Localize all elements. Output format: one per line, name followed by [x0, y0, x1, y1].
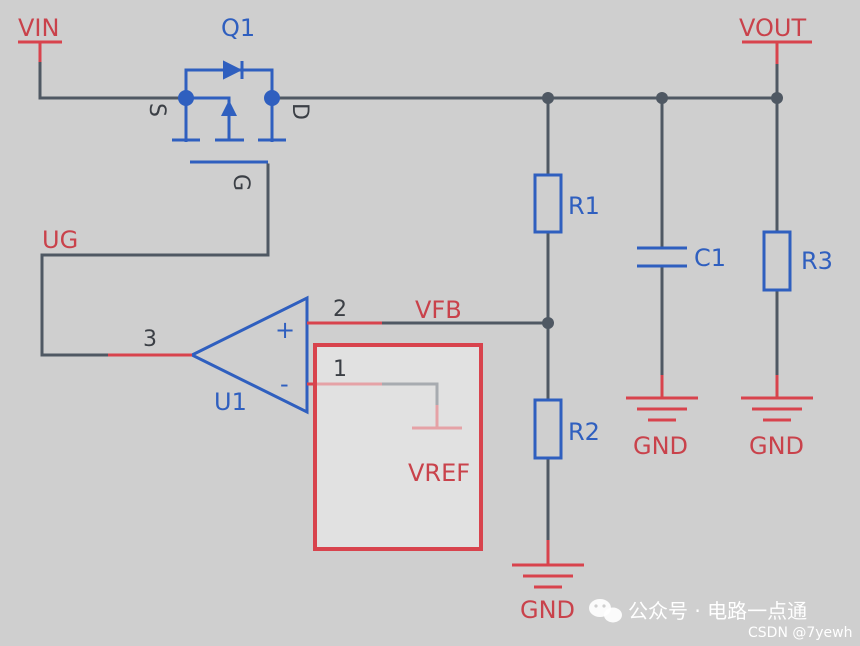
junction-dot	[542, 317, 554, 329]
r3-gnd-label: GND	[749, 432, 804, 460]
watermark-account: 公众号 · 电路一点通	[628, 599, 807, 623]
r2-ref-label: R2	[568, 418, 600, 446]
r1-resistor-symbol	[533, 173, 563, 234]
watermark: 公众号 · 电路一点通 CSDN @7yewh	[589, 599, 853, 641]
vfb-net-label: VFB	[415, 296, 462, 324]
q1-drain-pin-label: D	[287, 103, 312, 120]
junctions	[542, 92, 783, 329]
u1-ref-label: U1	[214, 388, 247, 416]
c1-ground-symbol	[626, 375, 698, 422]
r2-ground-symbol	[512, 540, 584, 589]
junction-dot	[771, 92, 783, 104]
u1-plus-sign: +	[275, 316, 295, 344]
q1-source-pin-label: S	[144, 103, 169, 117]
vin-port-symbol	[18, 40, 62, 62]
gate-wire	[40, 163, 270, 357]
c1-gnd-label: GND	[633, 432, 688, 460]
vin-net-label: VIN	[18, 14, 59, 42]
u1-minus-sign: -	[280, 370, 289, 398]
vref-net-label: VREF	[408, 459, 470, 487]
r2-resistor-symbol	[533, 398, 563, 460]
vin-wire	[38, 58, 188, 100]
r3-ref-label: R3	[801, 247, 833, 275]
ug-net-label: UG	[42, 226, 78, 254]
r2-gnd-label: GND	[520, 596, 575, 624]
vout-port-symbol	[742, 40, 812, 64]
u1-pin1-label: 1	[333, 357, 347, 382]
c1-capacitor-symbol	[637, 246, 687, 268]
r3-ground-symbol	[741, 375, 813, 422]
q1-gate-pin-label: G	[228, 174, 253, 191]
q1-ref-label: Q1	[221, 14, 255, 42]
junction-dot	[656, 92, 668, 104]
c1-ref-label: C1	[694, 244, 726, 272]
r1-ref-label: R1	[568, 192, 600, 220]
vref-highlight-box	[313, 343, 483, 551]
junction-dot	[542, 92, 554, 104]
wechat-icon	[589, 599, 622, 623]
u1-pin3-label: 3	[143, 327, 157, 352]
vout-net-label: VOUT	[739, 14, 806, 42]
r3-resistor-symbol	[762, 230, 792, 292]
q1-pmos-symbol	[172, 60, 286, 164]
watermark-site: CSDN @7yewh	[748, 625, 853, 641]
u1-pin2-label: 2	[333, 297, 347, 322]
